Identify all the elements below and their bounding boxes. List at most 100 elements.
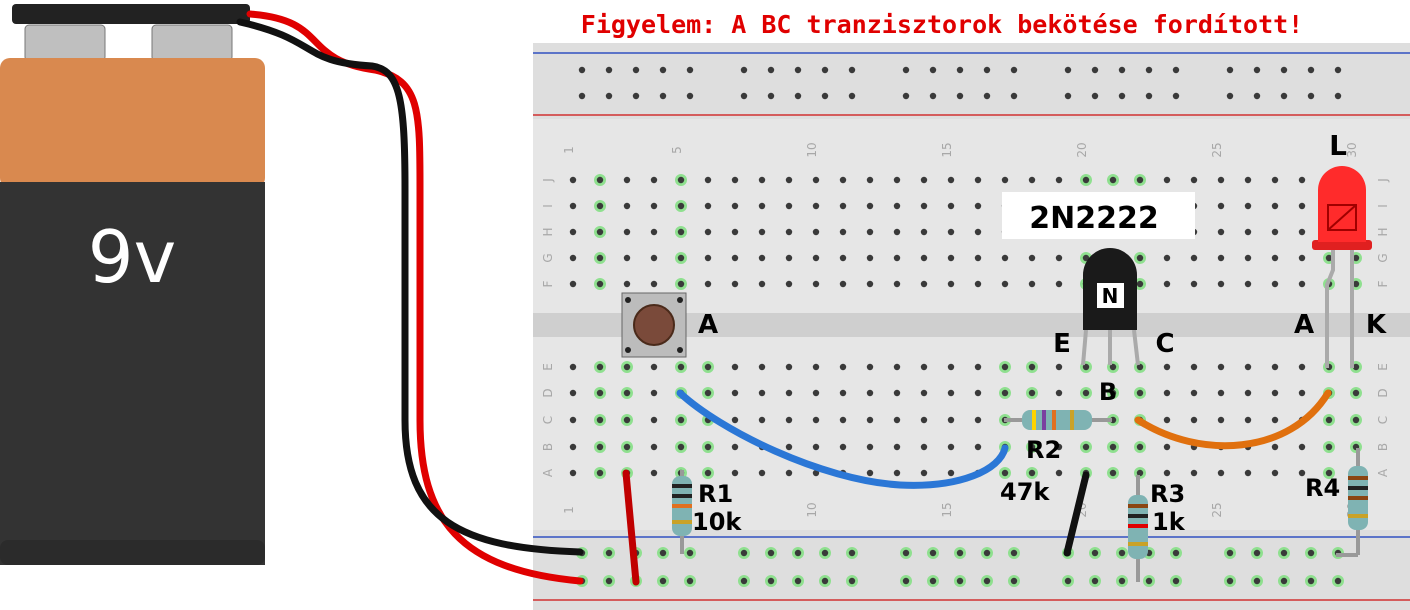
breadboard-hole bbox=[731, 469, 739, 477]
breadboard-hole bbox=[812, 254, 820, 262]
rail-hole bbox=[605, 577, 613, 585]
breadboard-hole bbox=[974, 202, 982, 210]
breadboard-hole bbox=[623, 363, 631, 371]
column-number-bottom: 10 bbox=[805, 502, 819, 517]
breadboard-hole bbox=[1217, 280, 1225, 288]
breadboard-hole bbox=[839, 416, 847, 424]
rail-hole bbox=[1118, 577, 1126, 585]
rail-hole bbox=[1010, 549, 1018, 557]
breadboard-hole bbox=[1244, 228, 1252, 236]
breadboard-hole bbox=[758, 280, 766, 288]
breadboard-hole bbox=[1298, 254, 1306, 262]
breadboard-hole bbox=[812, 202, 820, 210]
rail-hole bbox=[740, 66, 748, 74]
breadboard-hole bbox=[866, 363, 874, 371]
breadboard-hole bbox=[569, 228, 577, 236]
breadboard-hole bbox=[812, 280, 820, 288]
breadboard-hole bbox=[1271, 176, 1279, 184]
breadboard-hole bbox=[704, 202, 712, 210]
breadboard-hole bbox=[1109, 363, 1117, 371]
breadboard-hole bbox=[1190, 416, 1198, 424]
breadboard-hole bbox=[569, 176, 577, 184]
rail-hole bbox=[740, 549, 748, 557]
breadboard-hole bbox=[1325, 469, 1333, 477]
transistor-model-box bbox=[1002, 192, 1195, 239]
breadboard-hole bbox=[1028, 389, 1036, 397]
transistor-leg-e bbox=[1081, 329, 1088, 366]
bottom-power-rail bbox=[533, 530, 1410, 610]
rail-hole bbox=[1118, 92, 1126, 100]
breadboard-hole bbox=[866, 280, 874, 288]
row-letter-left: I bbox=[541, 204, 555, 208]
breadboard-hole bbox=[974, 254, 982, 262]
breadboard-hole bbox=[650, 469, 658, 477]
rail-hole bbox=[902, 549, 910, 557]
breadboard-hole bbox=[866, 228, 874, 236]
breadboard-hole bbox=[785, 469, 793, 477]
rail-hole bbox=[605, 549, 613, 557]
rail-hole bbox=[659, 549, 667, 557]
column-number-top: 30 bbox=[1345, 142, 1359, 157]
rail-hole bbox=[983, 577, 991, 585]
rail-hole bbox=[1334, 577, 1342, 585]
rail-hole bbox=[1253, 92, 1261, 100]
pushbutton[interactable] bbox=[621, 292, 687, 358]
rail-hole bbox=[821, 549, 829, 557]
breadboard-hole bbox=[1244, 254, 1252, 262]
breadboard-hole bbox=[893, 469, 901, 477]
row-letter-left: A bbox=[541, 468, 555, 477]
led-anode-label: A bbox=[1294, 310, 1314, 340]
column-number-top: 25 bbox=[1210, 142, 1224, 157]
rail-hole bbox=[767, 92, 775, 100]
rail-hole bbox=[929, 66, 937, 74]
rail-hole bbox=[794, 66, 802, 74]
breadboard-hole bbox=[1190, 254, 1198, 262]
rail-hole bbox=[632, 66, 640, 74]
breadboard-hole bbox=[1136, 363, 1144, 371]
breadboard-hole bbox=[947, 363, 955, 371]
breadboard-hole bbox=[623, 443, 631, 451]
breadboard-hole bbox=[1244, 416, 1252, 424]
rail-hole bbox=[1010, 66, 1018, 74]
rail-hole bbox=[1064, 92, 1072, 100]
rail-hole bbox=[929, 92, 937, 100]
jumper-wire-orange bbox=[1134, 389, 1332, 450]
breadboard-hole bbox=[785, 228, 793, 236]
rail-hole bbox=[578, 92, 586, 100]
breadboard-hole bbox=[1298, 280, 1306, 288]
rail-hole bbox=[1280, 549, 1288, 557]
breadboard-hole bbox=[650, 228, 658, 236]
rail-hole bbox=[1307, 66, 1315, 74]
breadboard-hole bbox=[1325, 443, 1333, 451]
row-letter-right: H bbox=[1376, 227, 1390, 236]
rail-hole bbox=[956, 92, 964, 100]
transistor: 2N2222 N bbox=[1002, 192, 1195, 366]
rail-hole bbox=[1172, 549, 1180, 557]
breadboard-hole bbox=[974, 363, 982, 371]
breadboard-hole bbox=[623, 416, 631, 424]
breadboard-hole bbox=[1055, 389, 1063, 397]
transistor-pin-c: C bbox=[1155, 329, 1174, 359]
rail-hole bbox=[983, 66, 991, 74]
breadboard-hole bbox=[1271, 389, 1279, 397]
rail-hole bbox=[1280, 92, 1288, 100]
row-letter-right: A bbox=[1376, 468, 1390, 477]
pushbutton-cap[interactable] bbox=[633, 304, 675, 346]
breadboard-hole bbox=[1028, 363, 1036, 371]
breadboard-hole bbox=[650, 202, 658, 210]
rail-hole bbox=[1253, 549, 1261, 557]
breadboard-hole bbox=[1244, 389, 1252, 397]
battery-wire-black bbox=[236, 18, 584, 556]
rail-hole bbox=[1307, 549, 1315, 557]
breadboard-hole bbox=[866, 469, 874, 477]
r1-value: 10k bbox=[692, 508, 742, 536]
rail-hole bbox=[1226, 92, 1234, 100]
breadboard-hole bbox=[866, 443, 874, 451]
breadboard-hole bbox=[1082, 443, 1090, 451]
row-letter-left: G bbox=[541, 253, 555, 262]
breadboard-hole bbox=[569, 443, 577, 451]
rail-hole bbox=[1064, 577, 1072, 585]
breadboard-hole bbox=[1136, 469, 1144, 477]
breadboard-hole bbox=[1325, 254, 1333, 262]
